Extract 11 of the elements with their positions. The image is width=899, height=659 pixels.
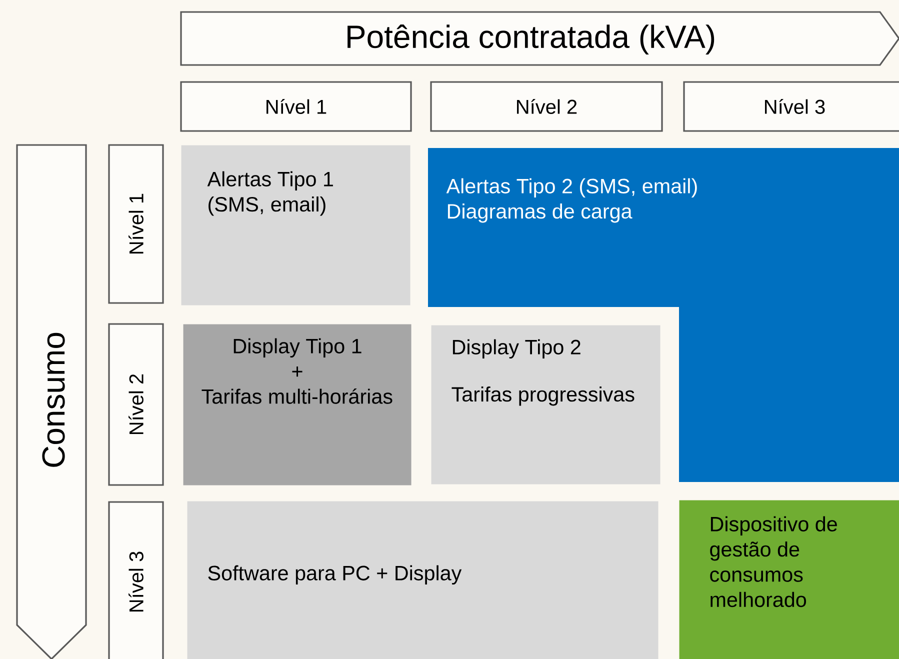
level-box: Nível 2 xyxy=(430,81,663,132)
matrix-cell: Display Tipo 1 + Tarifas multi-horárias xyxy=(183,324,412,486)
level-box: Nível 1 xyxy=(180,81,412,132)
level-box: Nível 3 xyxy=(683,81,899,132)
level-box: Nível 1 xyxy=(108,144,164,304)
matrix-cell: Dispositivo de gestão de consumos melhorado xyxy=(679,500,899,659)
matrix-cell: Alertas Tipo 1 (SMS, email) xyxy=(181,145,410,306)
level-box: Nível 3 xyxy=(108,501,164,659)
matrix-cell: Display Tipo 2 Tarifas progressivas xyxy=(431,325,660,484)
matrix-cell: Software para PC + Display xyxy=(187,501,658,659)
level-box: Nível 2 xyxy=(108,323,164,486)
